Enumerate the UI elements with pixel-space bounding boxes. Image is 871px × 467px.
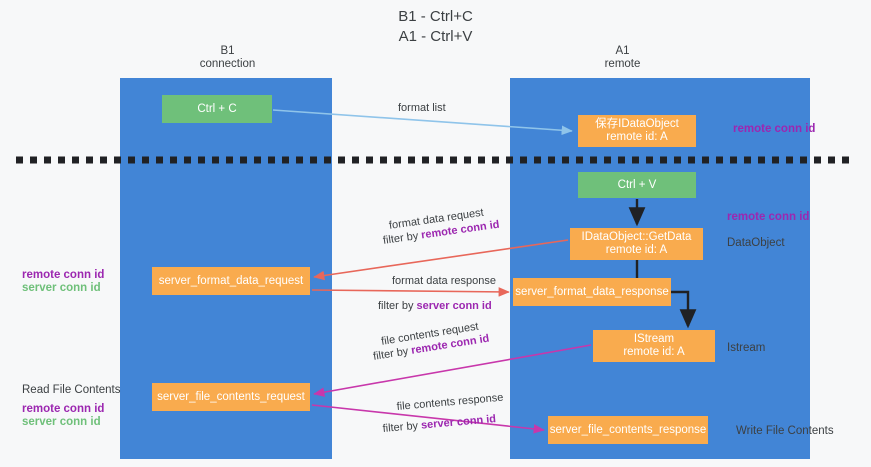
node-ctrl-c[interactable]: Ctrl + C — [162, 95, 272, 123]
note-remote-conn-id-mid: remote conn id — [727, 211, 810, 223]
node-server-file-contents-request[interactable]: server_file_contents_request — [152, 383, 310, 411]
edge-label-format-data-response-filter: filter by server conn id — [378, 298, 492, 314]
filter-key-server-conn-id: server conn id — [416, 300, 492, 312]
node-server-file-contents-response[interactable]: server_file_contents_response — [548, 416, 708, 444]
edge-label-format-list: format list — [398, 102, 446, 114]
column-header-b1: B1 connection — [199, 45, 256, 70]
filter-prefix: filter by — [382, 419, 422, 435]
column-header-a1: A1 remote — [604, 45, 641, 70]
node-save-idataobject[interactable]: 保存IDataObject remote id: A — [578, 115, 696, 147]
edge-label-format-data-response: format data response — [392, 275, 496, 287]
filter-prefix: filter by — [382, 229, 423, 247]
note-left-remote-conn-id-2: remote conn id — [22, 403, 105, 415]
node-istream[interactable]: IStream remote id: A — [593, 330, 715, 362]
filter-prefix: filter by — [372, 344, 413, 363]
note-left-server-conn-id: server conn id — [22, 282, 101, 294]
note-left-remote-conn-id: remote conn id — [22, 269, 105, 281]
node-ctrl-v[interactable]: Ctrl + V — [578, 172, 696, 198]
note-remote-conn-id-top: remote conn id — [733, 123, 816, 135]
node-server-format-data-request[interactable]: server_format_data_request — [152, 267, 310, 295]
filter-prefix: filter by — [378, 300, 417, 312]
edge-label-file-contents-response-filter: filter by server conn id — [382, 411, 497, 437]
node-server-format-data-response[interactable]: server_format_data_response — [513, 278, 671, 306]
note-write-file-contents: Write File Contents — [736, 425, 834, 437]
note-istream: Istream — [727, 342, 766, 354]
filter-key-server-conn-id: server conn id — [420, 413, 497, 432]
node-idataobject-getdata[interactable]: IDataObject::GetData remote id: A — [570, 228, 703, 260]
note-read-file-contents: Read File Contents — [22, 384, 121, 396]
page-title: B1 - Ctrl+C A1 - Ctrl+V — [398, 8, 473, 45]
note-left-server-conn-id-2: server conn id — [22, 416, 101, 428]
note-dataobject: DataObject — [727, 237, 785, 249]
